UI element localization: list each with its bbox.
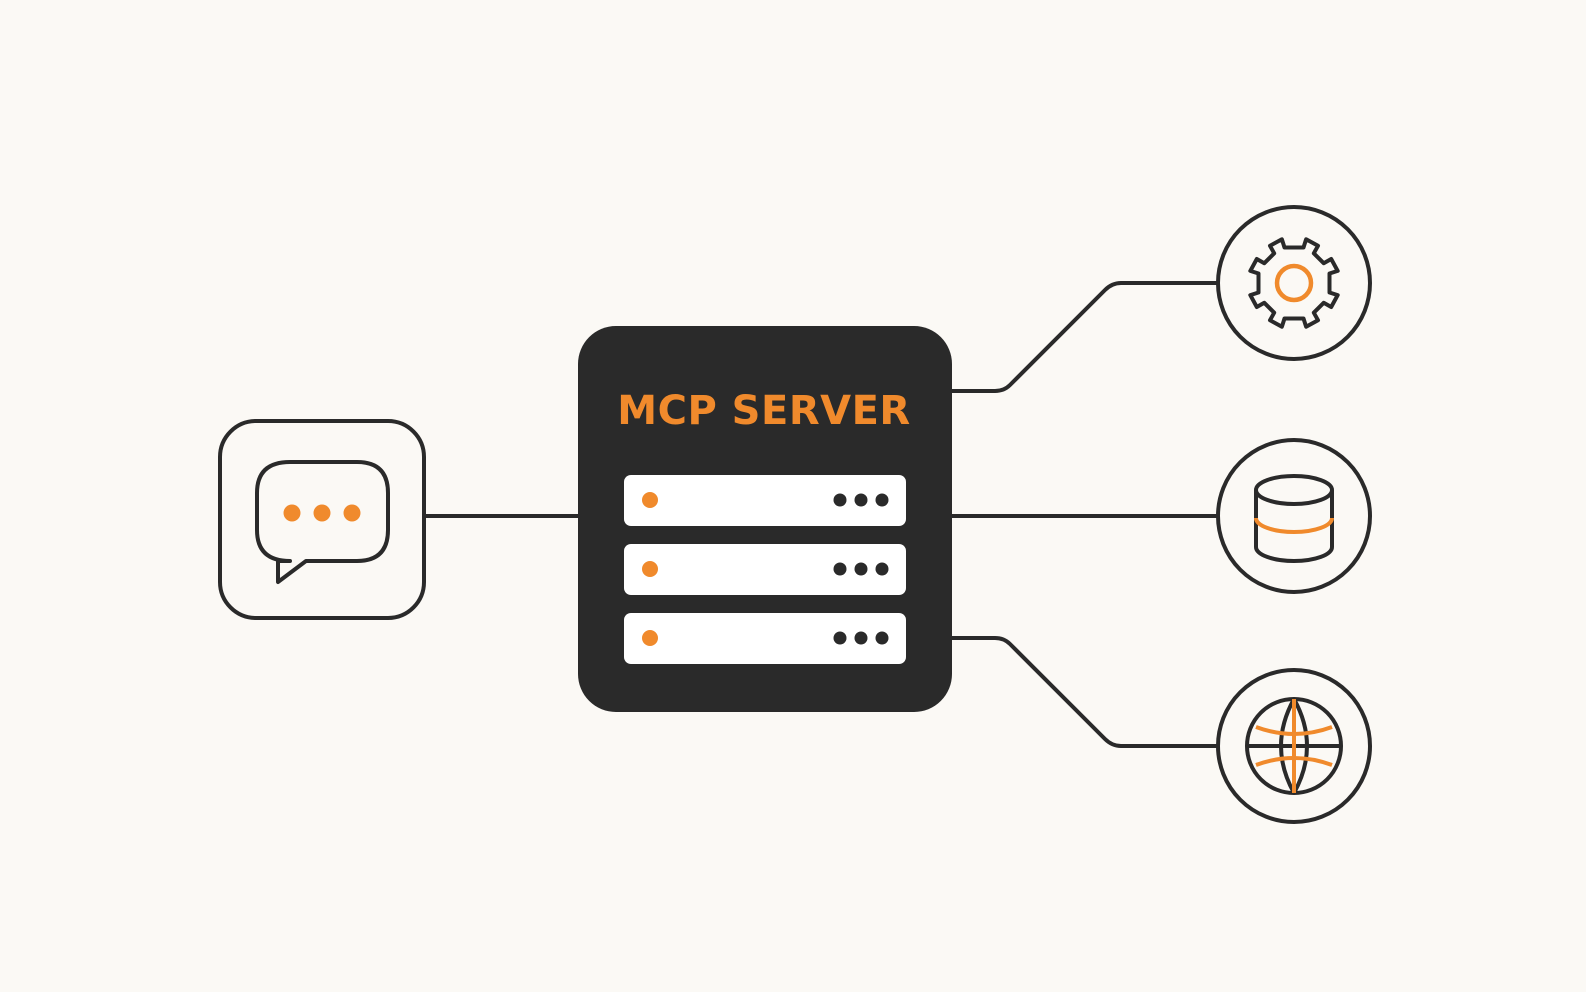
status-led bbox=[642, 492, 658, 508]
rack-unit bbox=[624, 613, 906, 664]
chat-bubble-icon bbox=[255, 460, 390, 584]
status-led bbox=[642, 630, 658, 646]
tool-node-database bbox=[1216, 438, 1372, 594]
server-title: MCP SERVER bbox=[617, 388, 910, 434]
status-led bbox=[642, 561, 658, 577]
database-icon bbox=[1254, 474, 1334, 563]
connectors bbox=[422, 281, 1219, 748]
tool-node-gear bbox=[1216, 205, 1372, 361]
rack-unit bbox=[624, 544, 906, 595]
gear-icon bbox=[1248, 237, 1340, 329]
globe-icon bbox=[1245, 697, 1343, 795]
gear-node-ring bbox=[1216, 205, 1372, 361]
mcp-server: MCP SERVER bbox=[578, 326, 952, 712]
client-node bbox=[218, 419, 426, 620]
connector-server-globe bbox=[946, 636, 1219, 748]
connector-server-gear bbox=[946, 281, 1219, 393]
database-node-ring bbox=[1216, 438, 1372, 594]
rack-unit bbox=[624, 475, 906, 526]
tool-node-globe bbox=[1216, 668, 1372, 824]
